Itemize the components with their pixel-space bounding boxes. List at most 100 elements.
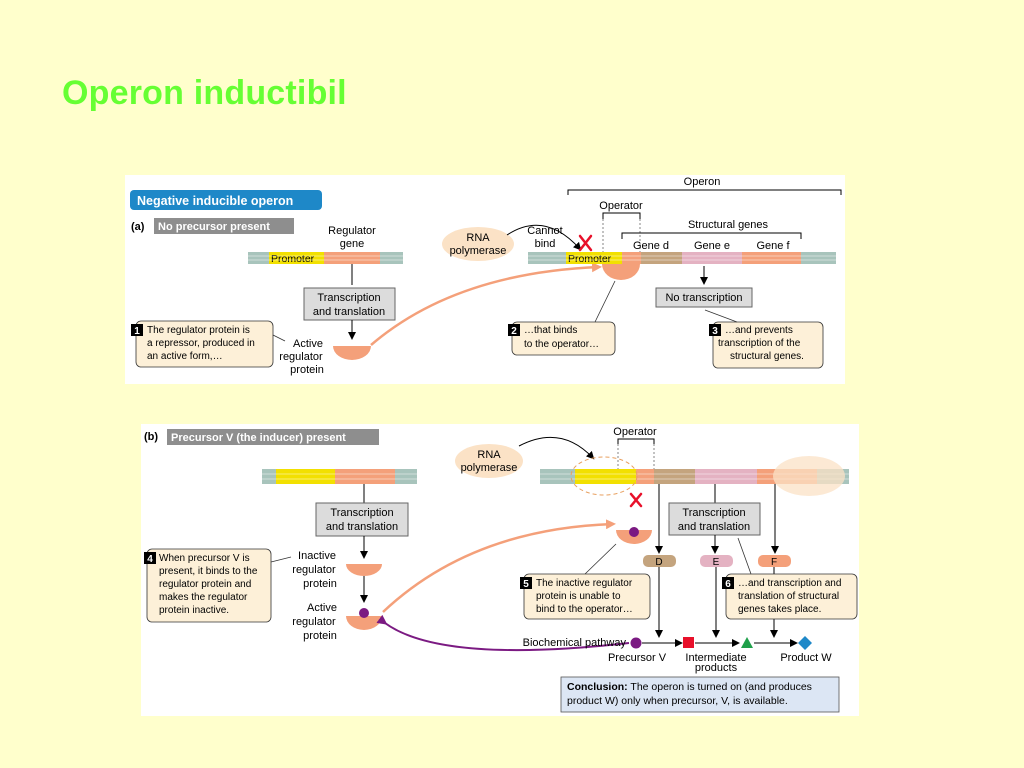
step1-number: 1 [134,326,140,337]
transcription-wave [773,456,845,496]
inactive-regulator-shape [346,564,382,576]
step6-line2: translation of structural [738,591,839,602]
step3-number: 3 [712,326,718,337]
intermediate-label-1: Intermediate [685,652,746,664]
regulator-promoter-label: Promoter [271,253,315,265]
step4-line5: protein inactive. [159,605,229,616]
gene-f-segment [742,252,801,264]
step2-line2: to the operator… [524,339,599,350]
regulator-promoter-b [276,469,335,484]
part-label-a: (a) [131,221,145,233]
rna-pol-bind-arrow [518,436,595,460]
condition-text-a: No precursor present [158,221,270,233]
enzyme-f-label: F [771,557,777,568]
rna-pol-a-line2: polymerase [450,245,507,257]
callout-step3 [712,321,824,369]
step2-line1: …that binds [524,325,577,336]
callout-step6 [725,573,858,620]
transcription-b-left-line2: and translation [326,521,398,533]
enzyme-e-label: E [713,557,720,568]
panel-a-diagram: Negative inducible operon (a) No precurs… [130,176,842,376]
header-badge [130,190,322,210]
gene-d-label: Gene d [633,240,669,252]
bound-repressor-shape [602,264,640,280]
rna-pol-b-line2: polymerase [461,462,518,474]
dna-right-segment [380,252,403,264]
operator-label-b: Operator [613,426,657,438]
operon-operator [622,252,641,264]
rna-polymerase-a [442,227,514,261]
operon-promoter-label: Promoter [568,253,612,265]
precursor-v-bound [359,608,369,618]
gene-d-segment-b [654,469,695,484]
dna-left-segment [248,252,269,264]
callout-step2 [511,321,616,356]
step6-number: 6 [725,579,731,590]
red-x-icon-a [578,234,593,252]
transcription-box-a [303,287,396,321]
step4-line4: makes the regulator [159,592,248,603]
regulator-gene-label-2: gene [340,238,364,250]
transcription-b-right-line1: Transcription [682,507,745,519]
enzyme-e [700,555,733,567]
active-label-3: protein [290,364,324,376]
condition-badge-a [154,218,294,234]
operon-operator-b [636,469,654,484]
precursor-return-arrow [376,614,630,652]
slide-title: Operon inductibil [62,74,347,112]
rna-pol-cannot-arrow [506,224,582,251]
condition-text-b: Precursor V (the inducer) present [171,432,346,444]
repressor-to-operator-arrow [370,262,602,346]
callout-step1 [135,320,274,368]
enzyme-d [643,555,676,567]
biochemical-pathway-label: Biochemical pathway [523,637,627,649]
step4-number-badge [144,552,156,564]
active-regulator-shape-b [346,616,382,630]
enzyme-f [758,555,791,567]
panel-b-precursor-present: (b) Precursor V (the inducer) present Tr… [141,424,859,716]
panel-a-no-precursor: Negative inducible operon (a) No precurs… [125,175,845,384]
inactive-label-3: protein [303,578,337,590]
intermediate-square-icon [683,637,694,648]
active-label-2: regulator [279,351,323,363]
cannot-bind-1: Cannot [527,225,562,237]
transcription-box-b-right [668,502,761,536]
transcription-b-left-line1: Transcription [330,507,393,519]
active-repressor-shape [333,346,371,360]
step6-number-badge [722,577,734,589]
regulator-promoter [269,252,324,264]
no-transcription-box [655,287,753,308]
condition-badge-b [167,429,379,445]
transcription-box-b-left [315,502,409,537]
panel-b-diagram: (b) Precursor V (the inducer) present Tr… [144,426,858,713]
step1-line2: a repressor, produced in [147,338,255,349]
gene-e-label: Gene e [694,240,730,252]
operator-label-a: Operator [599,200,643,212]
gene-e-segment [682,252,742,264]
rna-polymerase-b [455,444,523,478]
active-b-label-3: protein [303,630,337,642]
precursor-v-icon [630,637,642,649]
step1-line3: an active form,… [147,351,223,362]
product-w-diamond-icon [798,636,812,650]
step4-line2: present, it binds to the [159,566,258,577]
step1-number-badge [131,324,143,336]
rna-pol-b-line1: RNA [477,449,501,461]
intermediate-label-2: products [695,662,738,674]
operon-brace [567,189,842,195]
step3-line3: structural genes. [730,351,804,362]
step4-line3: regulator protein and [159,579,251,590]
cannot-bind-2: bind [535,238,556,250]
transcription-b-right-line2: and translation [678,521,750,533]
step5-number: 5 [523,579,529,590]
intermediate-triangle-icon [741,637,753,648]
rna-pol-a-line1: RNA [466,232,490,244]
operator-brace-a [602,212,641,219]
regulator-gene-label-1: Regulator [328,225,376,237]
part-label-b: (b) [144,431,158,443]
operon-promoter-b [575,469,636,484]
red-x-icon-b [629,492,643,508]
step3-line1: …and prevents [725,325,793,336]
gene-e-segment-b [695,469,757,484]
step6-line1: …and transcription and [738,578,841,589]
